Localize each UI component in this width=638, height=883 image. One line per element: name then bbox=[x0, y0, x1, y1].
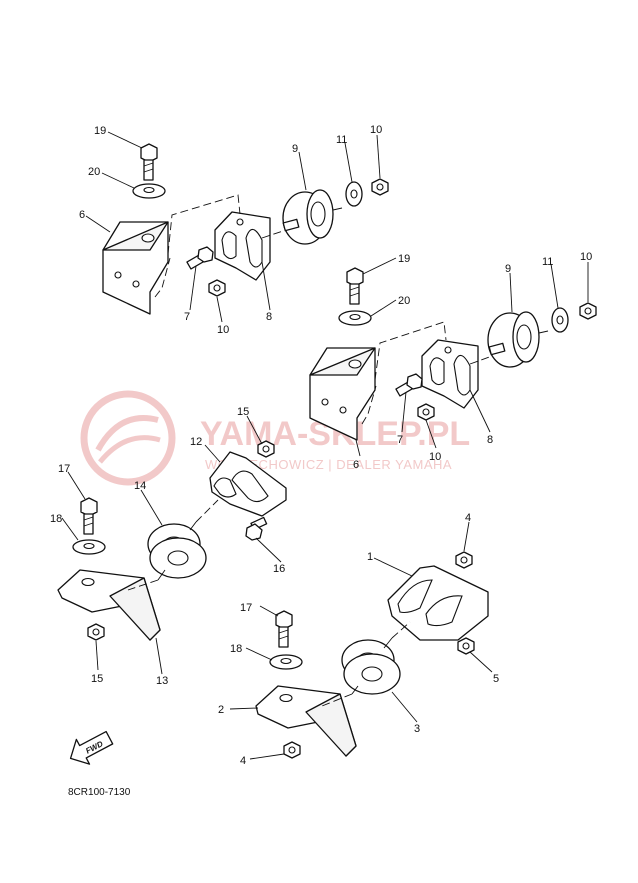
assembly-upper-left bbox=[102, 143, 389, 315]
bolt-19-upper bbox=[140, 143, 158, 181]
watermark-logo bbox=[80, 390, 176, 486]
bolt-7-upper bbox=[186, 246, 214, 270]
callout-2: 2 bbox=[218, 704, 224, 716]
bolt-19-right bbox=[346, 267, 364, 305]
assembly-lower-right bbox=[255, 551, 489, 759]
callout-4-lower: 4 bbox=[240, 755, 246, 767]
engine-mount-9-right bbox=[487, 311, 549, 368]
bolt-16 bbox=[245, 516, 268, 541]
bracket-8-upper bbox=[214, 211, 271, 281]
callout-13: 13 bbox=[156, 675, 168, 687]
watermark-subtitle: WOJCIECHOWICZ | DEALER YAMAHA bbox=[205, 457, 452, 472]
callout-6-right: 6 bbox=[353, 459, 359, 471]
callout-18-right: 18 bbox=[230, 643, 242, 655]
callout-14: 14 bbox=[134, 480, 146, 492]
callout-11-right: 11 bbox=[542, 256, 553, 268]
bracket-12 bbox=[209, 451, 287, 517]
callout-11-upper: 11 bbox=[336, 134, 347, 146]
bracket-6-right bbox=[309, 347, 376, 441]
assembly-upper-right bbox=[309, 267, 597, 441]
callout-3: 3 bbox=[414, 723, 420, 735]
bolt-17-left bbox=[80, 497, 98, 535]
bracket-6-upper bbox=[102, 221, 169, 315]
diagram-code: 8CR100-7130 bbox=[68, 787, 131, 798]
fwd-arrow: FWD bbox=[69, 730, 114, 765]
engine-mount-9-upper bbox=[282, 189, 343, 245]
bracket-8-right bbox=[421, 339, 479, 409]
engine-mount-3 bbox=[341, 637, 401, 695]
watermark: YAMA-SKLEP.PL WOJCIECHOWICZ | DEALER YAM… bbox=[80, 390, 470, 486]
callout-15-lower: 15 bbox=[91, 673, 103, 685]
callout-1: 1 bbox=[367, 551, 373, 563]
callout-16: 16 bbox=[273, 563, 285, 575]
callout-8-upper: 8 bbox=[266, 311, 272, 323]
callout-10-right-a: 10 bbox=[580, 251, 592, 263]
bracket-13 bbox=[57, 569, 161, 641]
bolt-7-right bbox=[395, 373, 423, 397]
callout-10-right-b: 10 bbox=[429, 451, 441, 463]
engine-mount-14 bbox=[147, 521, 207, 581]
callout-4-upper: 4 bbox=[465, 512, 471, 524]
callout-20-right: 20 bbox=[398, 295, 410, 307]
callout-labels: 19 20 6 9 11 10 7 10 8 19 20 9 11 10 7 1… bbox=[50, 124, 592, 767]
callout-18-left: 18 bbox=[50, 513, 62, 525]
callout-10-upper-b: 10 bbox=[217, 324, 229, 336]
callout-20-upper: 20 bbox=[88, 166, 100, 178]
callout-17-right: 17 bbox=[240, 602, 252, 614]
callout-9-upper: 9 bbox=[292, 143, 298, 155]
callout-6-upper: 6 bbox=[79, 209, 85, 221]
bracket-2 bbox=[255, 685, 357, 757]
callout-12: 12 bbox=[190, 436, 202, 448]
callout-9-right: 9 bbox=[505, 263, 511, 275]
bracket-1 bbox=[387, 565, 489, 641]
leader-lines bbox=[61, 131, 589, 760]
callout-7-right: 7 bbox=[397, 434, 403, 446]
callout-19-upper: 19 bbox=[94, 125, 106, 137]
callout-17-left: 17 bbox=[58, 463, 70, 475]
callout-5: 5 bbox=[493, 673, 499, 685]
bolt-17-right bbox=[275, 610, 293, 648]
callout-15-upper: 15 bbox=[237, 406, 249, 418]
assembly-middle-left bbox=[57, 440, 287, 641]
callout-7-upper: 7 bbox=[184, 311, 190, 323]
callout-8-right: 8 bbox=[487, 434, 493, 446]
callout-10-upper-a: 10 bbox=[370, 124, 382, 136]
callout-19-right: 19 bbox=[398, 253, 410, 265]
